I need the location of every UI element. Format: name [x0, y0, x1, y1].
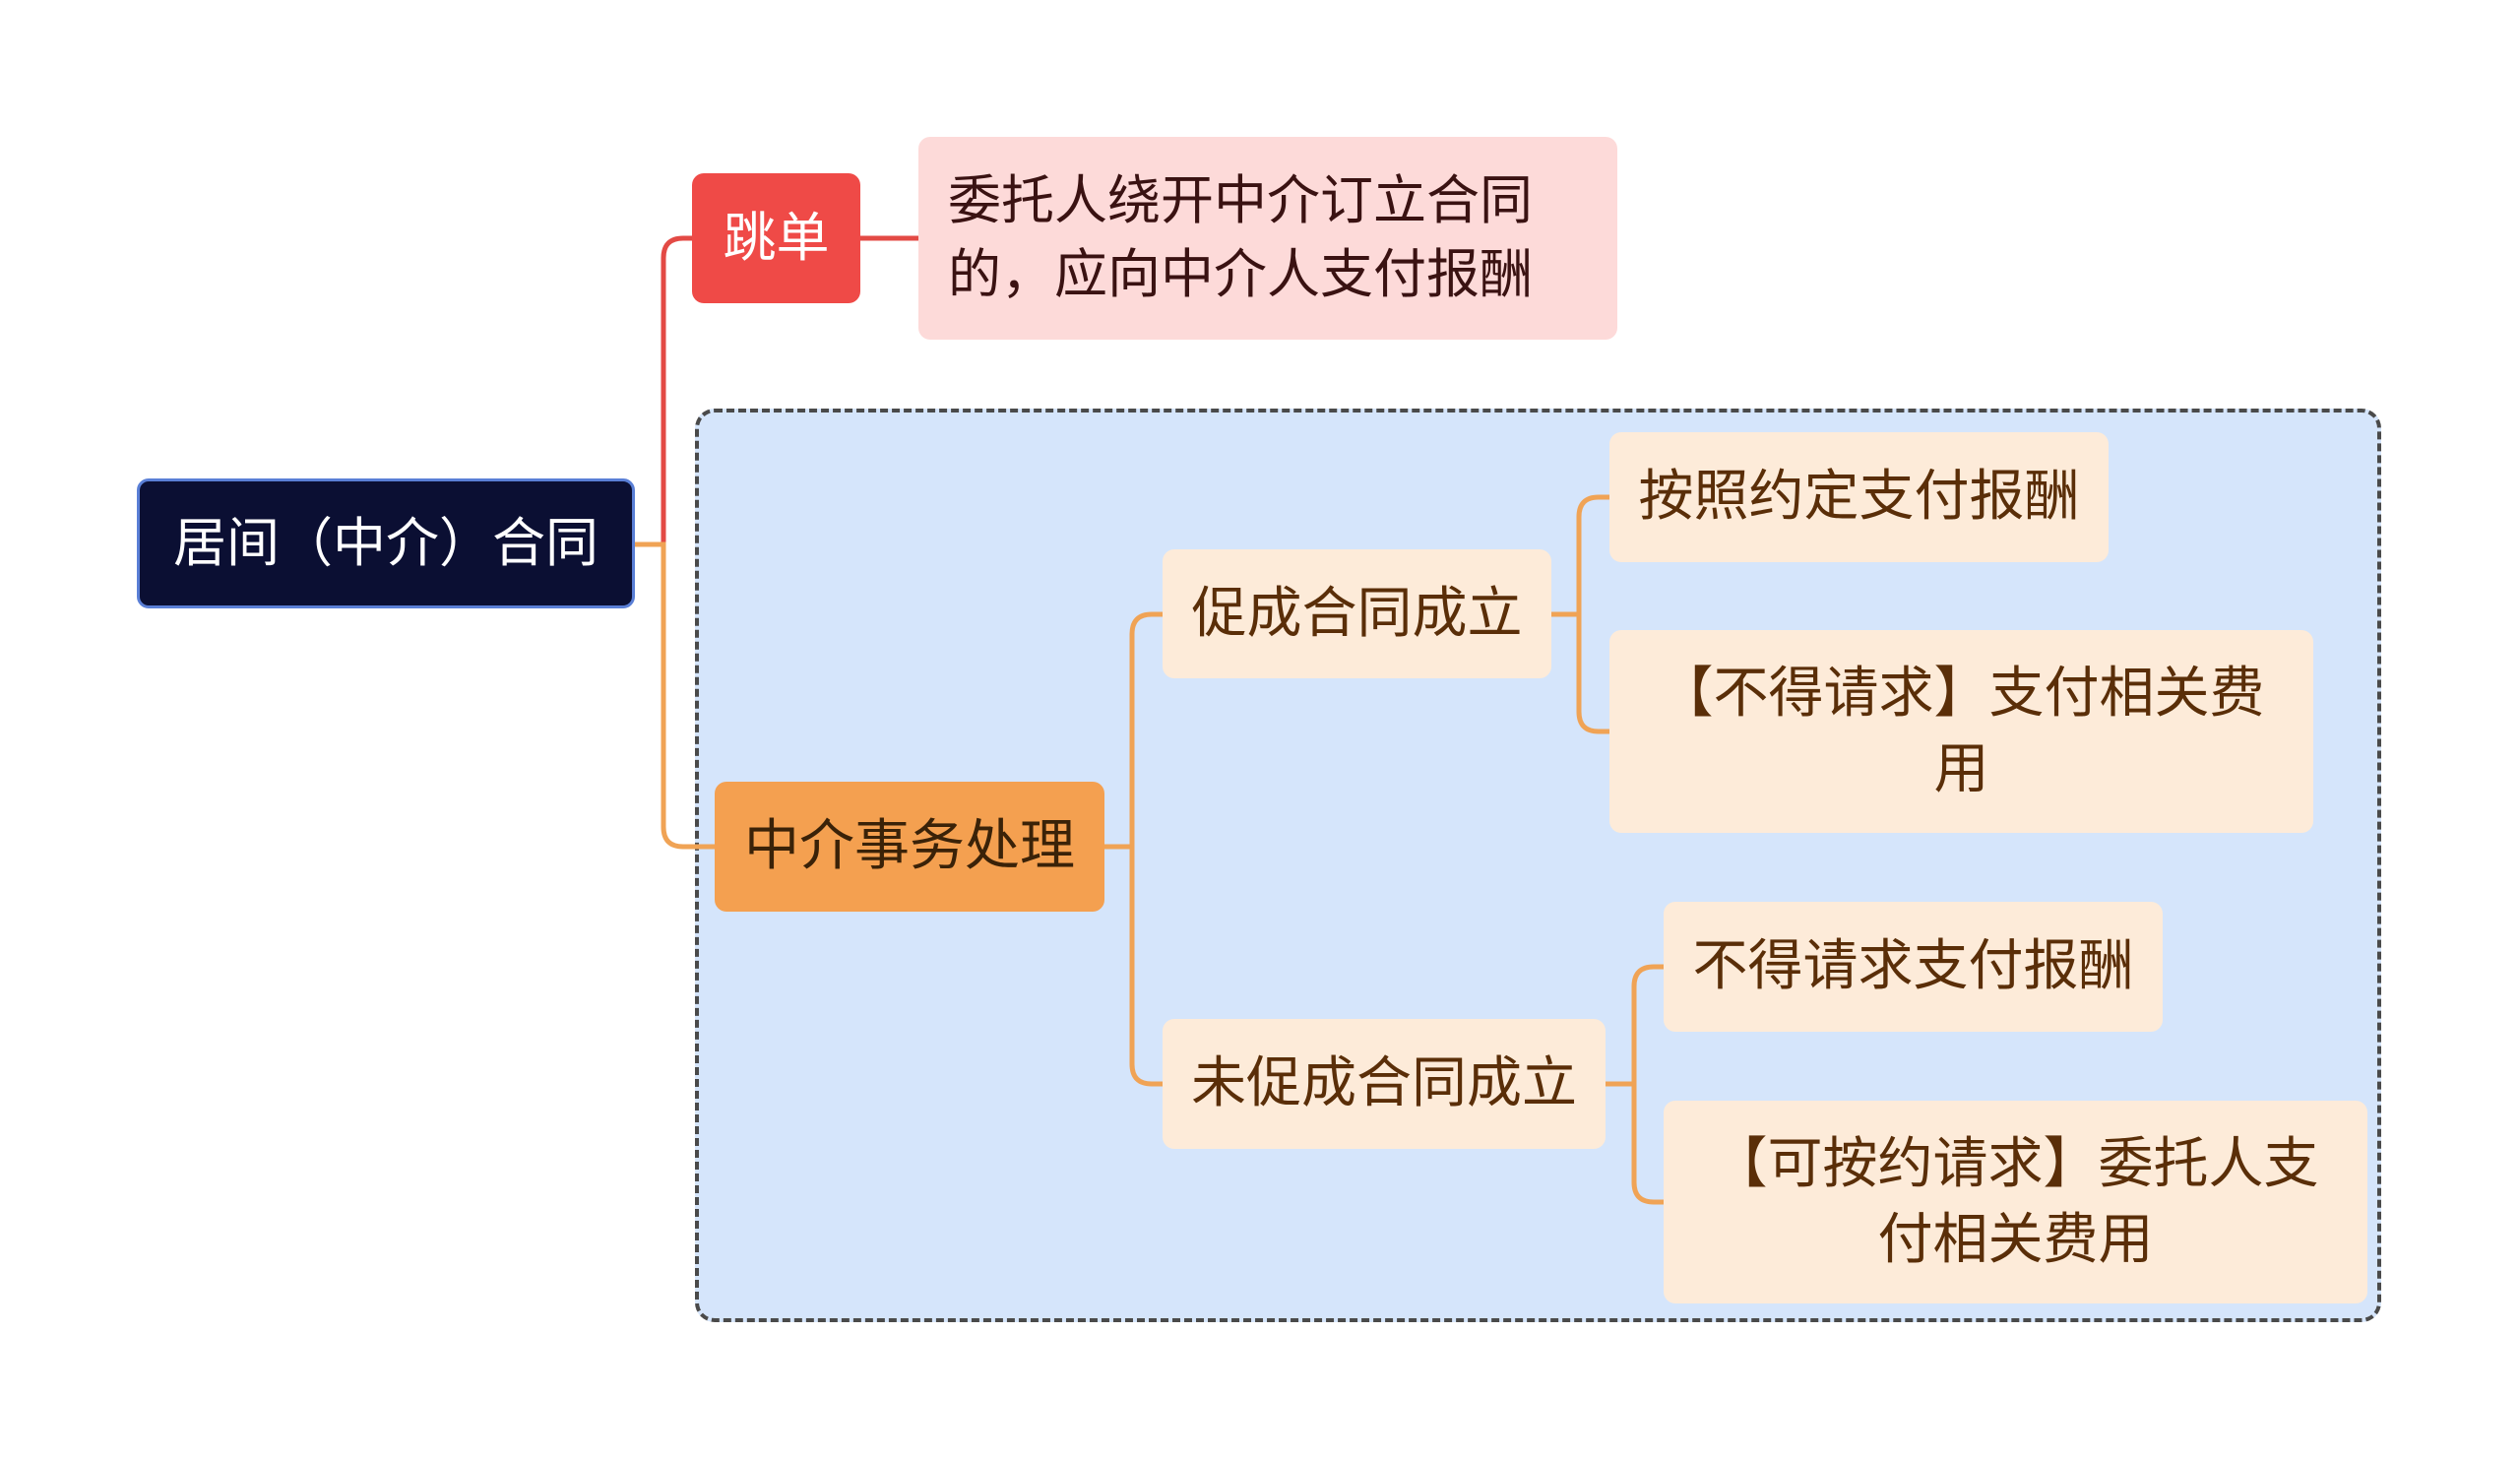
- subtopic-contract-formed[interactable]: 促成合同成立: [1163, 549, 1551, 678]
- root-topic[interactable]: 居间（中介）合同: [137, 478, 635, 608]
- connector-sub2-to-leaf3-inner: [1606, 964, 1664, 1087]
- leaf-expense-claim-by-agreement[interactable]: 【可按约请求】委托人支 付相关费用: [1664, 1101, 2367, 1303]
- connector-root-to-jump: [635, 235, 692, 547]
- connector-process-to-sub1-inner: [1104, 611, 1163, 850]
- subtopic-contract-not-formed-label: 未促成合同成立: [1191, 1051, 1577, 1116]
- connector-sub1-to-leaf1-inner: [1551, 494, 1609, 617]
- leaf-no-expense-claim-label: 【不得请求】支付相关费 用: [1658, 661, 2265, 801]
- branch-jump[interactable]: 跳单: [692, 173, 860, 303]
- branch-process-label: 中介事务处理: [744, 814, 1075, 879]
- branch-jump-label: 跳单: [723, 206, 830, 269]
- root-topic-label: 居间（中介）合同: [173, 511, 598, 574]
- leaf-no-fee-claim-label: 不得请求支付报酬: [1692, 934, 2134, 999]
- leaf-jump-consequence[interactable]: 委托人绕开中介订立合同 的，应向中介人支付报酬: [918, 137, 1617, 340]
- connector-root-to-process: [635, 541, 715, 850]
- leaf-pay-agreed-fee[interactable]: 按照约定支付报酬: [1609, 432, 2109, 562]
- connector-sub1-to-leaf2-inner: [1551, 611, 1609, 734]
- connector-process-to-sub2-inner: [1104, 844, 1163, 1087]
- leaf-no-expense-claim[interactable]: 【不得请求】支付相关费 用: [1609, 630, 2313, 833]
- connector-sub2-to-leaf4-inner: [1606, 1081, 1664, 1205]
- leaf-pay-agreed-fee-label: 按照约定支付报酬: [1638, 465, 2080, 530]
- subtopic-contract-formed-label: 促成合同成立: [1191, 581, 1523, 646]
- leaf-no-fee-claim[interactable]: 不得请求支付报酬: [1664, 902, 2163, 1032]
- leaf-jump-consequence-label: 委托人绕开中介订立合同 的，应向中介人支付报酬: [948, 169, 1533, 305]
- subtopic-contract-not-formed[interactable]: 未促成合同成立: [1163, 1019, 1606, 1149]
- leaf-expense-claim-by-agreement-label: 【可按约请求】委托人支 付相关费用: [1712, 1131, 2319, 1272]
- branch-process[interactable]: 中介事务处理: [715, 782, 1104, 912]
